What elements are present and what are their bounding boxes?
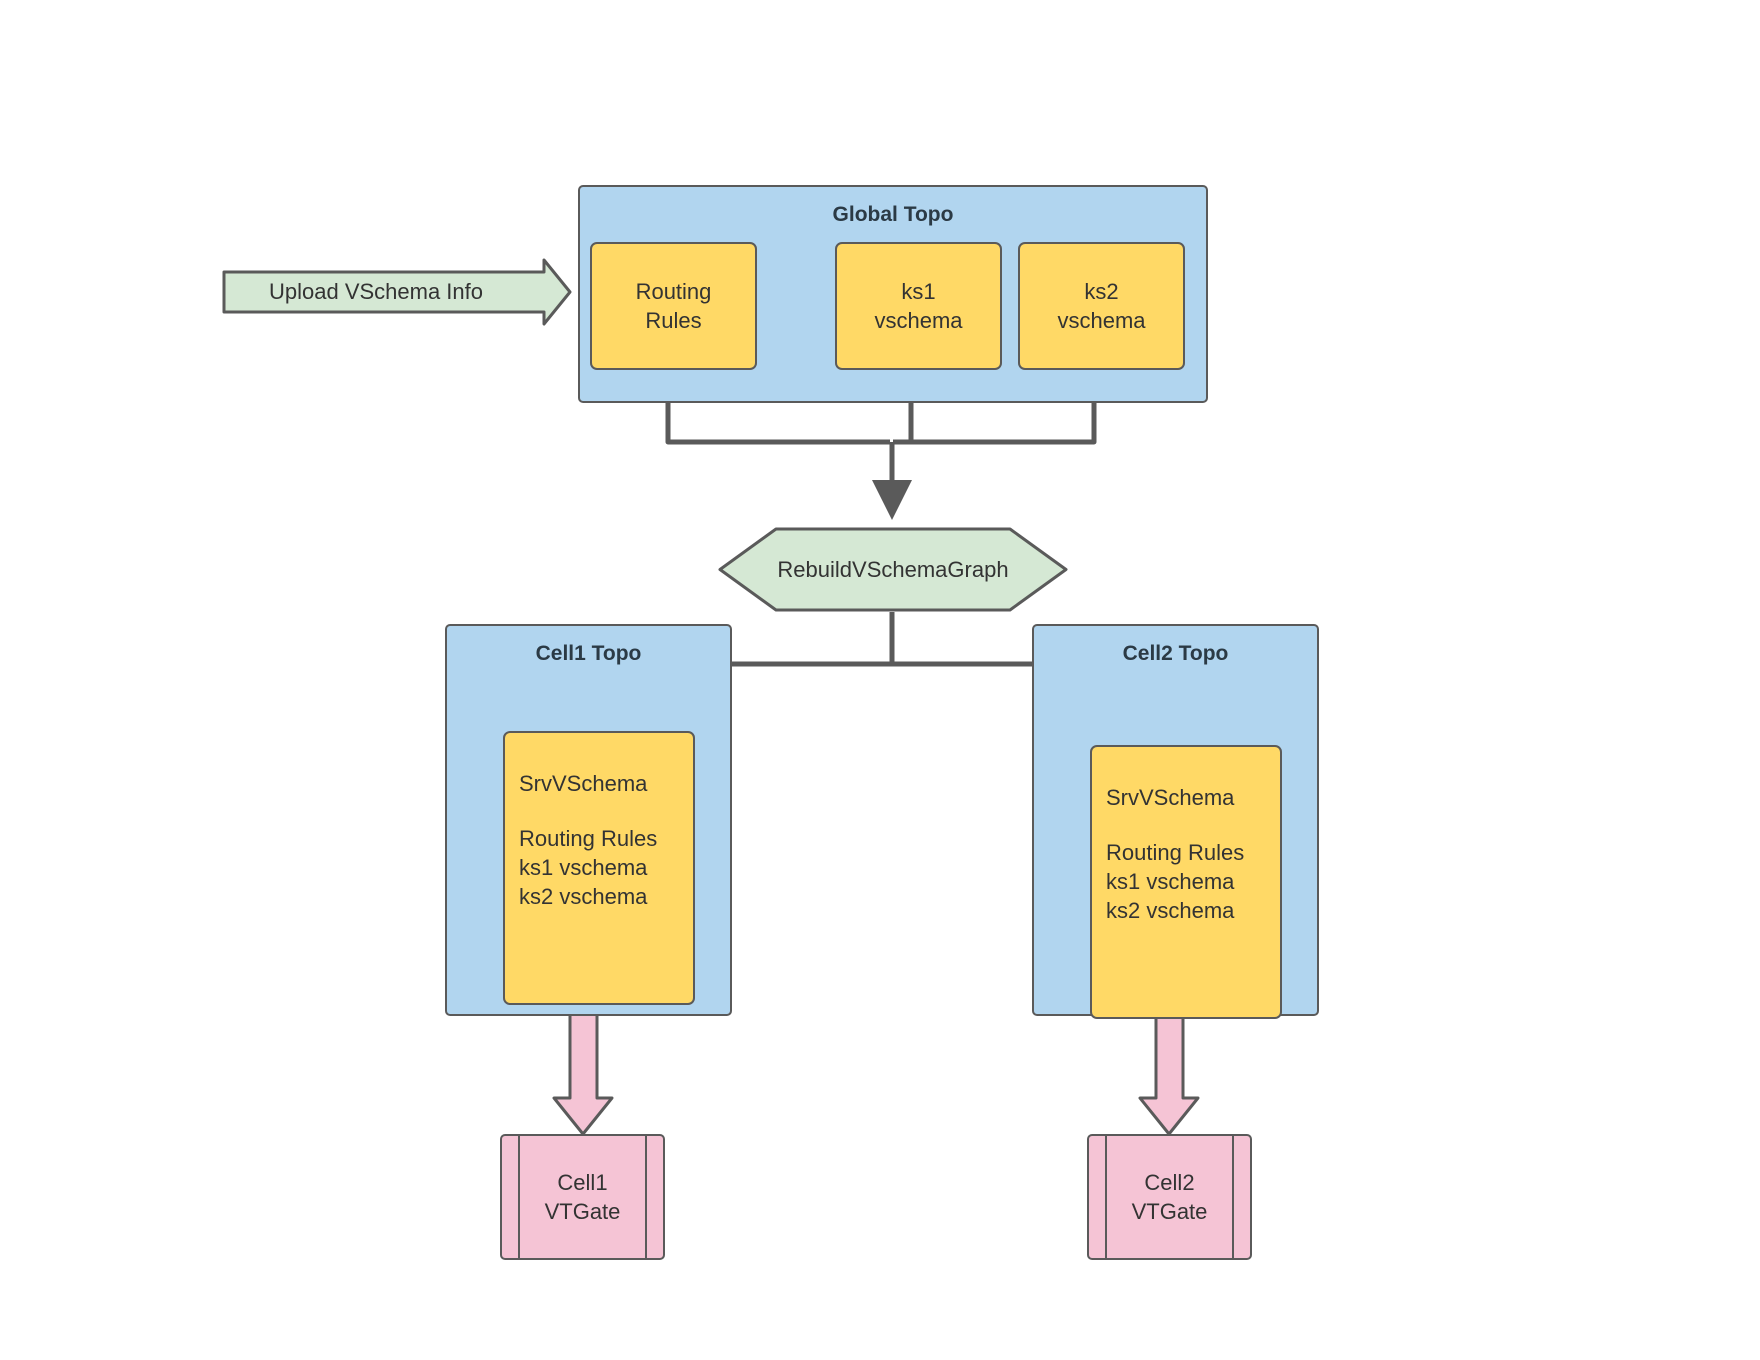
upload-vschema-arrow[interactable]: Upload VSchema Info <box>222 258 572 326</box>
cell1-topo-title: Cell1 Topo <box>535 642 642 665</box>
cell1-srv-spacer <box>519 798 693 824</box>
hexagon-shape <box>718 527 1068 612</box>
cell2-vtgate-line2: VTGate <box>1131 1199 1208 1224</box>
cell1-vtgate-line2: VTGate <box>544 1199 621 1224</box>
cell1-srv-item-ks1: ks1 vschema <box>519 855 648 881</box>
cell1-topo-container[interactable]: Cell1 Topo SrvVSchema Routing Rules ks1 … <box>445 624 732 1016</box>
cell2-vtgate-line1: Cell2 <box>1144 1169 1195 1195</box>
cell2-srv-item-ks1: ks1 vschema <box>1106 869 1235 895</box>
global-ks2-vschema-box[interactable]: ks2 vschema <box>1018 242 1185 370</box>
routing-rules-line2: Rules <box>645 308 702 333</box>
cell2-srv-heading: SrvVSchema <box>1106 785 1235 810</box>
rebuild-vschema-graph-label: RebuildVSchemaGraph <box>777 556 1009 582</box>
global-routing-rules-box[interactable]: Routing Rules <box>590 242 757 370</box>
cell2-vtgate-left-bar <box>1105 1136 1107 1258</box>
cell1-vtgate-line1: Cell1 <box>557 1169 608 1195</box>
cell1-srvvschema-box[interactable]: SrvVSchema Routing Rules ks1 vschema ks2… <box>503 731 695 1005</box>
cell2-srv-item-ks2: ks2 vschema <box>1106 898 1235 924</box>
cell2-srvvschema-box[interactable]: SrvVSchema Routing Rules ks1 vschema ks2… <box>1090 745 1282 1019</box>
cell2-vtgate-node[interactable]: Cell2 VTGate <box>1087 1134 1252 1260</box>
ks1-vschema-line1: ks1 <box>901 278 936 304</box>
cell1-vtgate-left-bar <box>518 1136 520 1258</box>
ks2-vschema-line2: vschema <box>1057 308 1146 333</box>
cell1-srv-item-ks2: ks2 vschema <box>519 884 648 910</box>
cell1-srv-item-routing-rules: Routing Rules <box>519 826 658 852</box>
cell1-vtgate-right-bar <box>645 1136 647 1258</box>
global-ks1-vschema-box[interactable]: ks1 vschema <box>835 242 1002 370</box>
routing-rules-line1: Routing <box>635 278 712 304</box>
upload-vschema-label: Upload VSchema Info <box>268 279 484 304</box>
cell1-srv-heading: SrvVSchema <box>519 771 648 796</box>
cell2-srv-item-routing-rules: Routing Rules <box>1106 840 1245 866</box>
ks2-vschema-line1: ks2 <box>1084 278 1119 304</box>
cell2-srv-spacer <box>1106 812 1280 838</box>
cell2-topo-container[interactable]: Cell2 Topo SrvVSchema Routing Rules ks1 … <box>1032 624 1319 1019</box>
global-topo-container[interactable]: Global Topo Routing Rules ks1 vschema ks… <box>578 185 1208 403</box>
ks1-vschema-line2: vschema <box>874 308 963 333</box>
global-topo-title: Global Topo <box>832 203 954 226</box>
rebuild-vschema-graph-node[interactable]: RebuildVSchemaGraph <box>718 527 1068 612</box>
upload-arrow-shape <box>222 258 572 326</box>
cell2-topo-title: Cell2 Topo <box>1122 642 1229 665</box>
cell2-vtgate-right-bar <box>1232 1136 1234 1258</box>
cell1-vtgate-node[interactable]: Cell1 VTGate <box>500 1134 665 1260</box>
